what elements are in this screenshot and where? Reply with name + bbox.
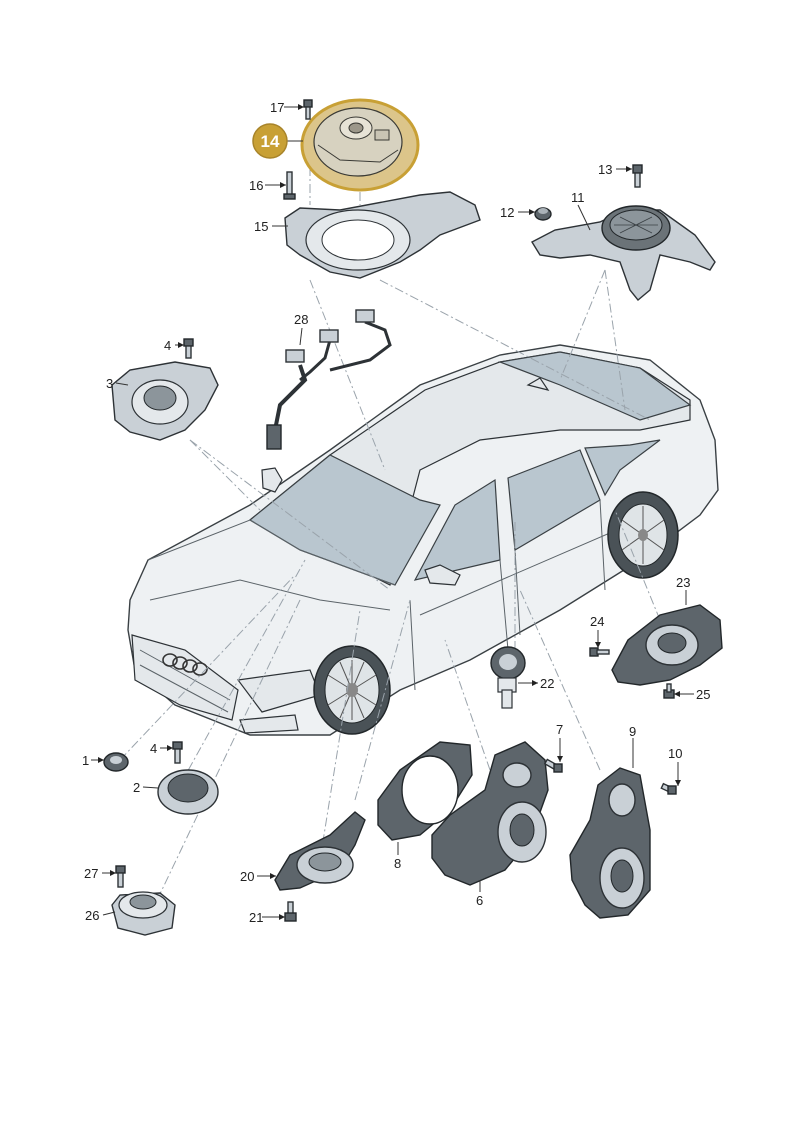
callout-1: 1 <box>82 753 89 768</box>
callout-7: 7 <box>556 722 563 737</box>
callout-27: 27 <box>84 866 98 881</box>
bolt-part-21 <box>284 901 297 922</box>
callout-10: 10 <box>668 746 682 761</box>
highlight-badge-circle <box>252 123 288 159</box>
bolt-part-4-upper <box>183 338 194 359</box>
front-wheel <box>313 645 391 735</box>
arrowheads <box>98 104 681 920</box>
bolt-part-13 <box>632 164 643 188</box>
callout-21: 21 <box>249 910 263 925</box>
highlight-badge[interactable]: 14 <box>252 123 288 159</box>
callout-20: 20 <box>240 869 254 884</box>
callout-23: 23 <box>676 575 690 590</box>
callout-12: 12 <box>500 205 514 220</box>
callout-11: 11 <box>571 190 585 205</box>
stud-part-16 <box>283 171 296 200</box>
grille <box>131 634 239 721</box>
rear-wheel <box>607 491 679 579</box>
leader-lines <box>119 150 661 916</box>
subwoofer-part-14[interactable] <box>300 98 420 192</box>
ring-part-1 <box>103 752 129 772</box>
car-body <box>127 344 719 736</box>
highlight-badge-label: 14 <box>261 132 280 151</box>
rear-window <box>497 351 692 421</box>
bolt-part-4-lower <box>172 741 183 764</box>
callout-28: 28 <box>294 312 308 327</box>
speaker-part-26 <box>111 891 176 936</box>
bolt-part-24 <box>589 647 610 657</box>
mounting-plate-part-15 <box>284 191 481 279</box>
callout-9: 9 <box>629 724 636 739</box>
callout-13: 13 <box>598 162 612 177</box>
door-speaker-part-6 <box>431 741 549 886</box>
wiring-harness-part-28 <box>266 309 392 450</box>
callout-17: 17 <box>270 100 284 115</box>
bolt-part-27 <box>115 865 126 888</box>
bolt-part-17 <box>303 99 313 120</box>
callout-22: 22 <box>540 676 554 691</box>
door-speaker-part-9 <box>569 767 651 919</box>
speaker-part-23 <box>611 604 723 686</box>
speaker-part-3 <box>111 361 219 441</box>
callout-labels: 17 16 15 12 11 13 28 4 3 1 2 4 27 26 20 … <box>82 100 710 925</box>
callout-25: 25 <box>696 687 710 702</box>
callout-2: 2 <box>133 780 140 795</box>
bolt-part-10 <box>660 782 677 795</box>
gasket-part-8 <box>377 741 473 841</box>
callout-6: 6 <box>476 893 483 908</box>
bolt-part-7 <box>543 758 563 773</box>
bolt-part-25 <box>663 683 675 699</box>
nut-part-12 <box>534 207 552 221</box>
brand-rings-icon <box>162 653 208 676</box>
callout-16: 16 <box>249 178 263 193</box>
tweeter-part-22 <box>490 646 526 709</box>
callout-24: 24 <box>590 614 604 629</box>
side-mirror <box>424 564 461 586</box>
callout-8: 8 <box>394 856 401 871</box>
speaker-bracket-part-20 <box>274 811 366 891</box>
callout-15: 15 <box>254 219 268 234</box>
callout-4-lower: 4 <box>150 741 157 756</box>
callout-3: 3 <box>106 376 113 391</box>
tweeter-part-2 <box>157 769 219 815</box>
rear-speaker-bracket-part-11 <box>531 205 716 301</box>
callout-26: 26 <box>85 908 99 923</box>
callout-4-upper: 4 <box>164 338 171 353</box>
